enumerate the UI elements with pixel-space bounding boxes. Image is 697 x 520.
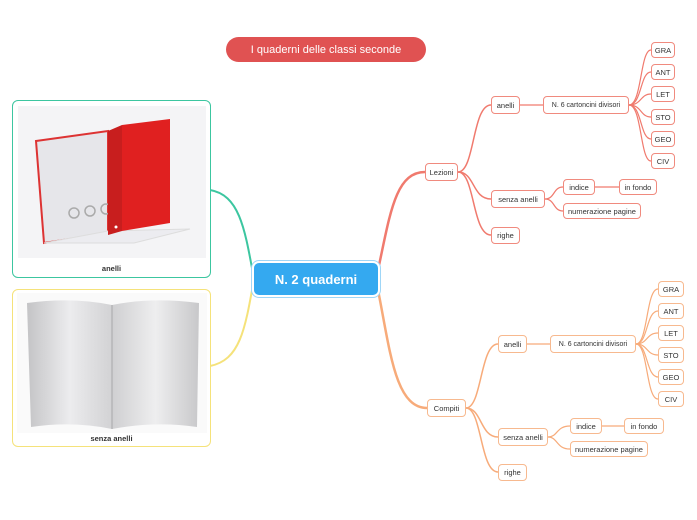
lezioni-righe-node[interactable]: righe bbox=[491, 227, 520, 244]
lezioni-anelli-node[interactable]: anelli bbox=[491, 96, 520, 114]
lezioni-senza-anelli-node[interactable]: senza anelli bbox=[491, 190, 545, 208]
compiti-righe-node[interactable]: righe bbox=[498, 464, 527, 481]
lezioni-numerazione-node[interactable]: numerazione pagine bbox=[563, 203, 641, 219]
compiti-subject-sto[interactable]: STO bbox=[658, 347, 684, 363]
notebook-caption: senza anelli bbox=[90, 434, 133, 443]
lezioni-node[interactable]: Lezioni bbox=[425, 163, 458, 181]
lezioni-subject-civ[interactable]: CIV bbox=[651, 153, 675, 169]
compiti-anelli-node[interactable]: anelli bbox=[498, 335, 527, 353]
notebook-image-card[interactable]: senza anelli bbox=[12, 289, 211, 447]
compiti-subject-let[interactable]: LET bbox=[658, 325, 684, 341]
lezioni-subject-geo[interactable]: GEO bbox=[651, 131, 675, 147]
open-notebook-icon bbox=[17, 293, 207, 433]
compiti-divisori-node[interactable]: N. 6 cartoncini divisori bbox=[550, 335, 636, 353]
lezioni-in-fondo-node[interactable]: in fondo bbox=[619, 179, 657, 195]
compiti-indice-node[interactable]: indice bbox=[570, 418, 602, 434]
lezioni-subject-let[interactable]: LET bbox=[651, 86, 675, 102]
lezioni-subject-gra[interactable]: GRA bbox=[651, 42, 675, 58]
lezioni-subject-sto[interactable]: STO bbox=[651, 109, 675, 125]
compiti-senza-anelli-node[interactable]: senza anelli bbox=[498, 428, 548, 446]
lezioni-subject-ant[interactable]: ANT bbox=[651, 64, 675, 80]
red-binder-icon bbox=[18, 106, 206, 258]
compiti-node[interactable]: Compiti bbox=[427, 399, 466, 417]
root-topic[interactable]: N. 2 quaderni bbox=[254, 263, 378, 295]
compiti-in-fondo-node[interactable]: in fondo bbox=[624, 418, 664, 434]
lezioni-indice-node[interactable]: indice bbox=[563, 179, 595, 195]
compiti-subject-civ[interactable]: CIV bbox=[658, 391, 684, 407]
compiti-numerazione-node[interactable]: numerazione pagine bbox=[570, 441, 648, 457]
compiti-subject-gra[interactable]: GRA bbox=[658, 281, 684, 297]
compiti-subject-geo[interactable]: GEO bbox=[658, 369, 684, 385]
lezioni-divisori-node[interactable]: N. 6 cartoncini divisori bbox=[543, 96, 629, 114]
binder-image-card[interactable]: anelli bbox=[12, 100, 211, 278]
map-title[interactable]: I quaderni delle classi seconde bbox=[226, 37, 426, 62]
compiti-subject-ant[interactable]: ANT bbox=[658, 303, 684, 319]
binder-caption: anelli bbox=[101, 264, 122, 273]
